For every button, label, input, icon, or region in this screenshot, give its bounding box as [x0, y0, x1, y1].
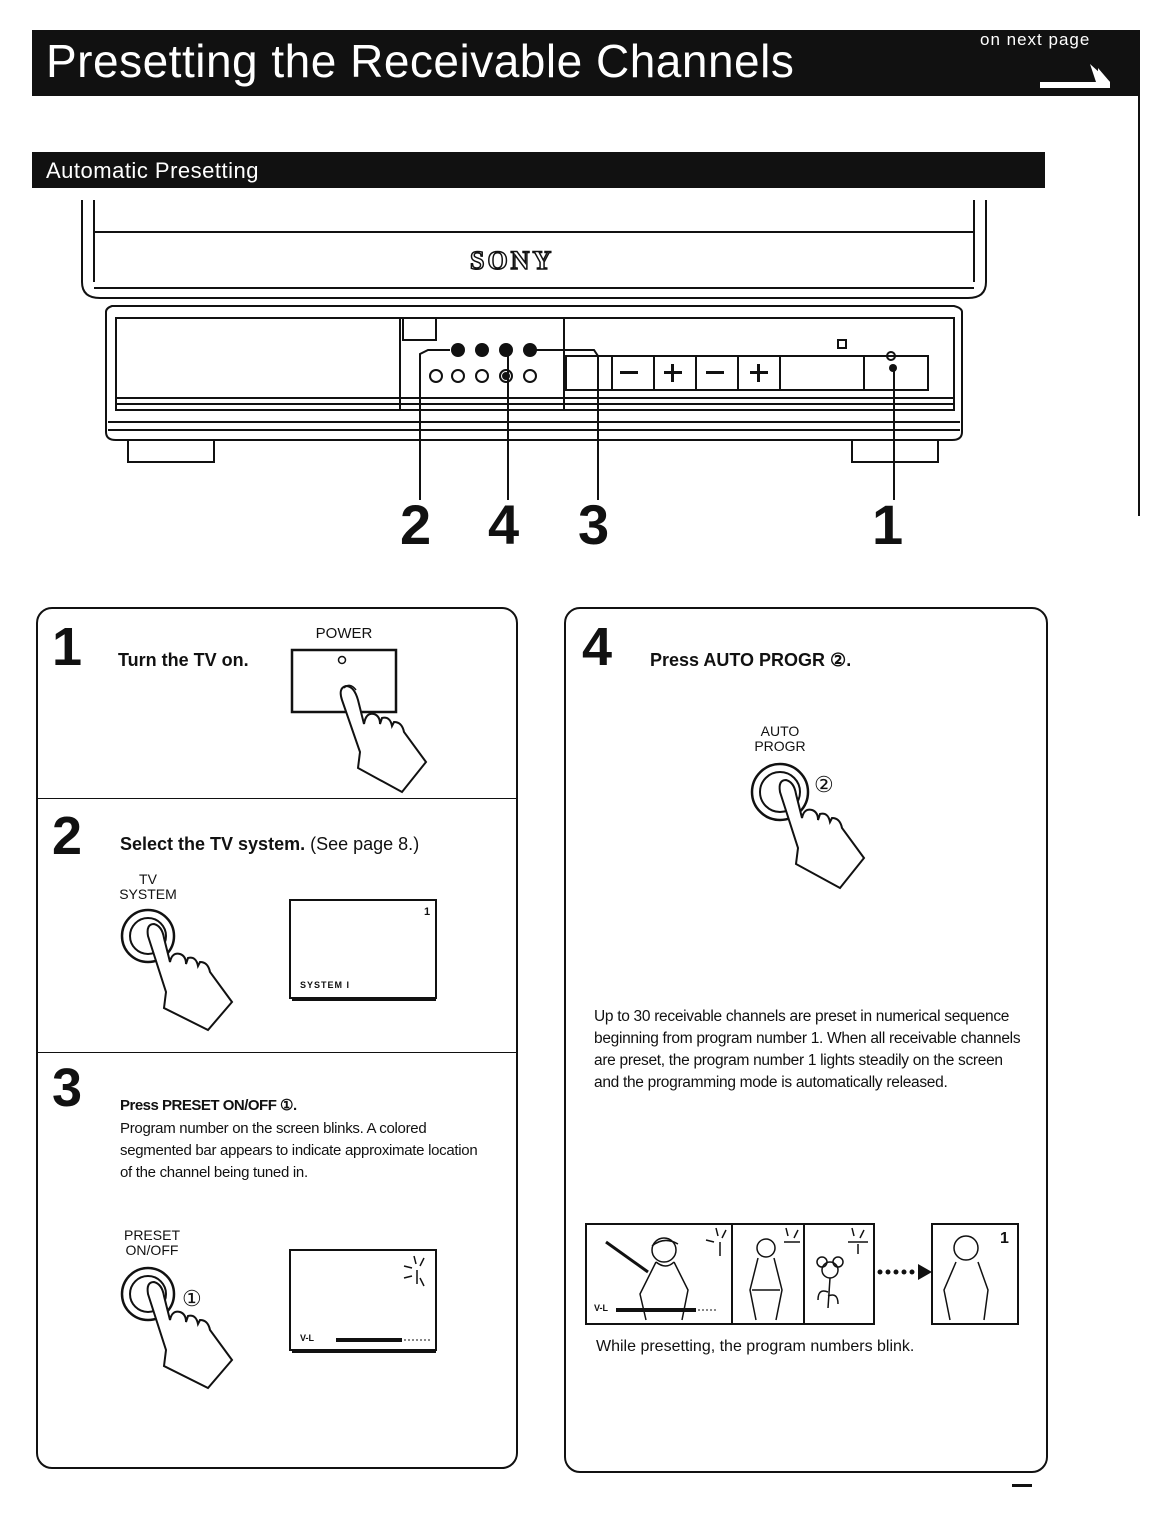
tuning-bar [336, 1338, 402, 1342]
hand-icon [146, 1280, 234, 1390]
auto-progr-label-line2: PROGR [754, 738, 806, 754]
auto-progr-button-icon [750, 762, 866, 890]
preset-label-line2: ON/OFF [125, 1242, 179, 1258]
section-bar [32, 152, 1045, 188]
step-3-body: Program number on the screen blinks. A c… [120, 1120, 478, 1181]
divider-1 [38, 798, 516, 799]
step-2-number: 2 [52, 806, 83, 866]
power-button-icon [290, 648, 428, 794]
presetting-sequence-illustration [585, 1223, 1019, 1325]
preset-button-mark: ① [182, 1286, 202, 1311]
sony-logo: SONY [469, 245, 555, 276]
section-title: Automatic Presetting [46, 158, 259, 183]
step-2-instruction-line: Select the TV system. (See page 8.) [120, 834, 419, 855]
next-page-arrow-icon [1040, 64, 1110, 88]
sequence-arrow-icon [877, 1264, 932, 1280]
callout-1: 1 [872, 493, 904, 556]
callout-3: 3 [578, 493, 610, 556]
step-2-note: (See page 8.) [310, 834, 420, 854]
auto-progr-label-line1: AUTO [760, 723, 800, 739]
tv-system-button-icon [120, 908, 234, 1032]
woman-icon [756, 1238, 776, 1258]
steps-1-3-panel [36, 607, 518, 1469]
tv-system-label-line2: SYSTEM [119, 886, 177, 902]
callout-4: 4 [488, 493, 520, 556]
tuning-bar [616, 1308, 696, 1312]
step-1-number: 1 [52, 617, 83, 677]
player-icon [651, 1237, 677, 1263]
title-bar [32, 30, 1140, 96]
step-1-instruction: Turn the TV on. [118, 650, 249, 670]
filmstrip-vl-text: V-L [594, 1303, 609, 1313]
step-3-instruction: Press PRESET ON/OFF ①. [120, 1097, 297, 1114]
divider-2 [38, 1052, 516, 1053]
blink-icon [705, 1227, 868, 1256]
filmstrip-final-number: 1 [1000, 1230, 1009, 1247]
screen-vl-text: V-L [300, 1333, 315, 1343]
step-3-number: 3 [52, 1058, 83, 1118]
tv-system-label-line1: TV [139, 871, 157, 887]
hand-icon [146, 922, 234, 1032]
step-4-body: Up to 30 receivable channels are preset … [594, 1008, 1021, 1091]
tv-screen-system [289, 899, 437, 1001]
preset-button-icon [120, 1266, 234, 1390]
step-4-number: 4 [582, 617, 613, 677]
step-4-instruction: Press AUTO PROGR ②. [650, 650, 852, 670]
page-edge-mark [1138, 96, 1140, 516]
step-4-panel [564, 607, 1048, 1473]
step-4-caption: While presetting, the program numbers bl… [596, 1338, 915, 1355]
hand-icon [778, 778, 866, 890]
step-2-instruction: Select the TV system. [120, 834, 306, 854]
tv-front-illustration [81, 200, 987, 500]
power-label: POWER [315, 625, 373, 642]
screen-system-text: SYSTEM I [300, 980, 351, 990]
preset-label-line1: PRESET [123, 1227, 180, 1243]
page-title: Presetting the Receivable Channels [46, 35, 795, 87]
callout-2: 2 [400, 493, 432, 556]
blink-icon [403, 1255, 425, 1287]
tv-screen-preset [289, 1249, 437, 1353]
page-corner-mark [1012, 1484, 1032, 1487]
next-page-label: on next page [980, 30, 1091, 49]
auto-progr-button-mark: ② [814, 772, 834, 797]
screen-program-number: 1 [424, 906, 431, 918]
